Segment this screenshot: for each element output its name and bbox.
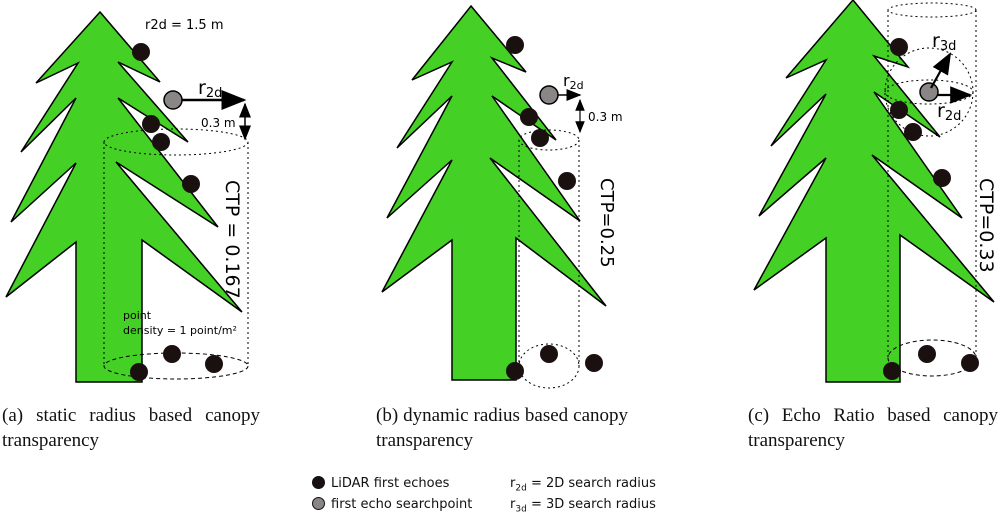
radius-label-b: r2d: [563, 71, 584, 92]
echo-dot-icon: [312, 476, 325, 489]
echo-dot: [142, 115, 160, 133]
r2d-definition: = 2D search radius: [530, 476, 656, 491]
legend-searchpoint-label: first echo searchpoint: [331, 497, 473, 512]
sphere-equator-c: [884, 79, 974, 105]
searchpoint-dot-icon: [312, 497, 325, 510]
echo-dot: [585, 354, 603, 372]
panel-a: r2d 0.3 m r2d = 1.5 m point density = 1 …: [5, 10, 251, 383]
ctp-label-b: CTP=0.25: [596, 178, 617, 268]
r3d-sub: 3d: [515, 504, 527, 515]
echo-dot: [890, 38, 908, 56]
echo-dot: [205, 355, 223, 373]
echo-dot: [890, 101, 908, 119]
static-radius-label: r2d = 1.5 m: [145, 18, 224, 33]
searchpoint-dot: [919, 82, 939, 102]
height-label-a: 0.3 m: [201, 116, 236, 130]
legend-searchpoint: first echo searchpoint: [312, 497, 472, 512]
legend-r2d: r2d = 2D search radius: [510, 476, 656, 494]
searchpoint-dot: [539, 85, 559, 105]
caption-b: (b) dynamic radius based canopy transpar…: [376, 405, 628, 451]
echo-dot: [182, 175, 200, 193]
echo-dot: [163, 345, 181, 363]
caption-c: (c) Echo Ratio based canopy transparency: [748, 405, 998, 451]
radius-label-a: r2d: [198, 77, 222, 101]
echo-dot: [918, 345, 936, 363]
r3d-symbol: r: [510, 497, 516, 512]
echo-dot: [152, 133, 170, 151]
echo-dot: [540, 345, 558, 363]
echo-dot: [558, 172, 576, 190]
r2d-label-c: r2d: [937, 100, 961, 124]
echo-dot: [531, 129, 549, 147]
density-label-line2: density = 1 point/m²: [123, 324, 237, 337]
legend-lidar-label: LiDAR first echoes: [331, 476, 450, 491]
r3d-label: r3d: [932, 30, 956, 54]
r3d-arrow: [930, 52, 952, 89]
echo-dot: [130, 363, 148, 381]
echo-dot: [961, 354, 979, 372]
tree-b: [381, 4, 607, 381]
r2d-sub: 2d: [515, 483, 527, 494]
tree-a: [5, 10, 243, 383]
cylinder-top-c: [887, 2, 977, 18]
caption-a: (a) static radius based canopy transpare…: [2, 405, 260, 451]
echo-dot: [933, 169, 951, 187]
r2d-symbol: r: [510, 476, 516, 491]
echo-dot: [506, 362, 524, 380]
echo-dot: [520, 108, 538, 126]
searchpoint-dot: [163, 90, 183, 110]
ctp-label-c: CTP=0.33: [975, 178, 997, 273]
ctp-label-a: CTP = 0.167: [221, 180, 243, 299]
echo-dot: [506, 36, 524, 54]
density-label-line1: point: [123, 309, 152, 322]
legend-r3d: r3d = 3D search radius: [510, 497, 656, 515]
legend-lidar-echoes: LiDAR first echoes: [312, 476, 449, 491]
tree-c: [753, 0, 995, 383]
r3d-definition: = 3D search radius: [530, 497, 656, 512]
panel-c: r3d r2d CTP=0.33: [753, 0, 997, 383]
panel-b: r2d 0.3 m CTP=0.25: [381, 4, 623, 389]
echo-dot: [904, 123, 922, 141]
echo-dot: [883, 362, 901, 380]
height-label-b: 0.3 m: [588, 110, 623, 124]
echo-dot: [132, 43, 150, 61]
